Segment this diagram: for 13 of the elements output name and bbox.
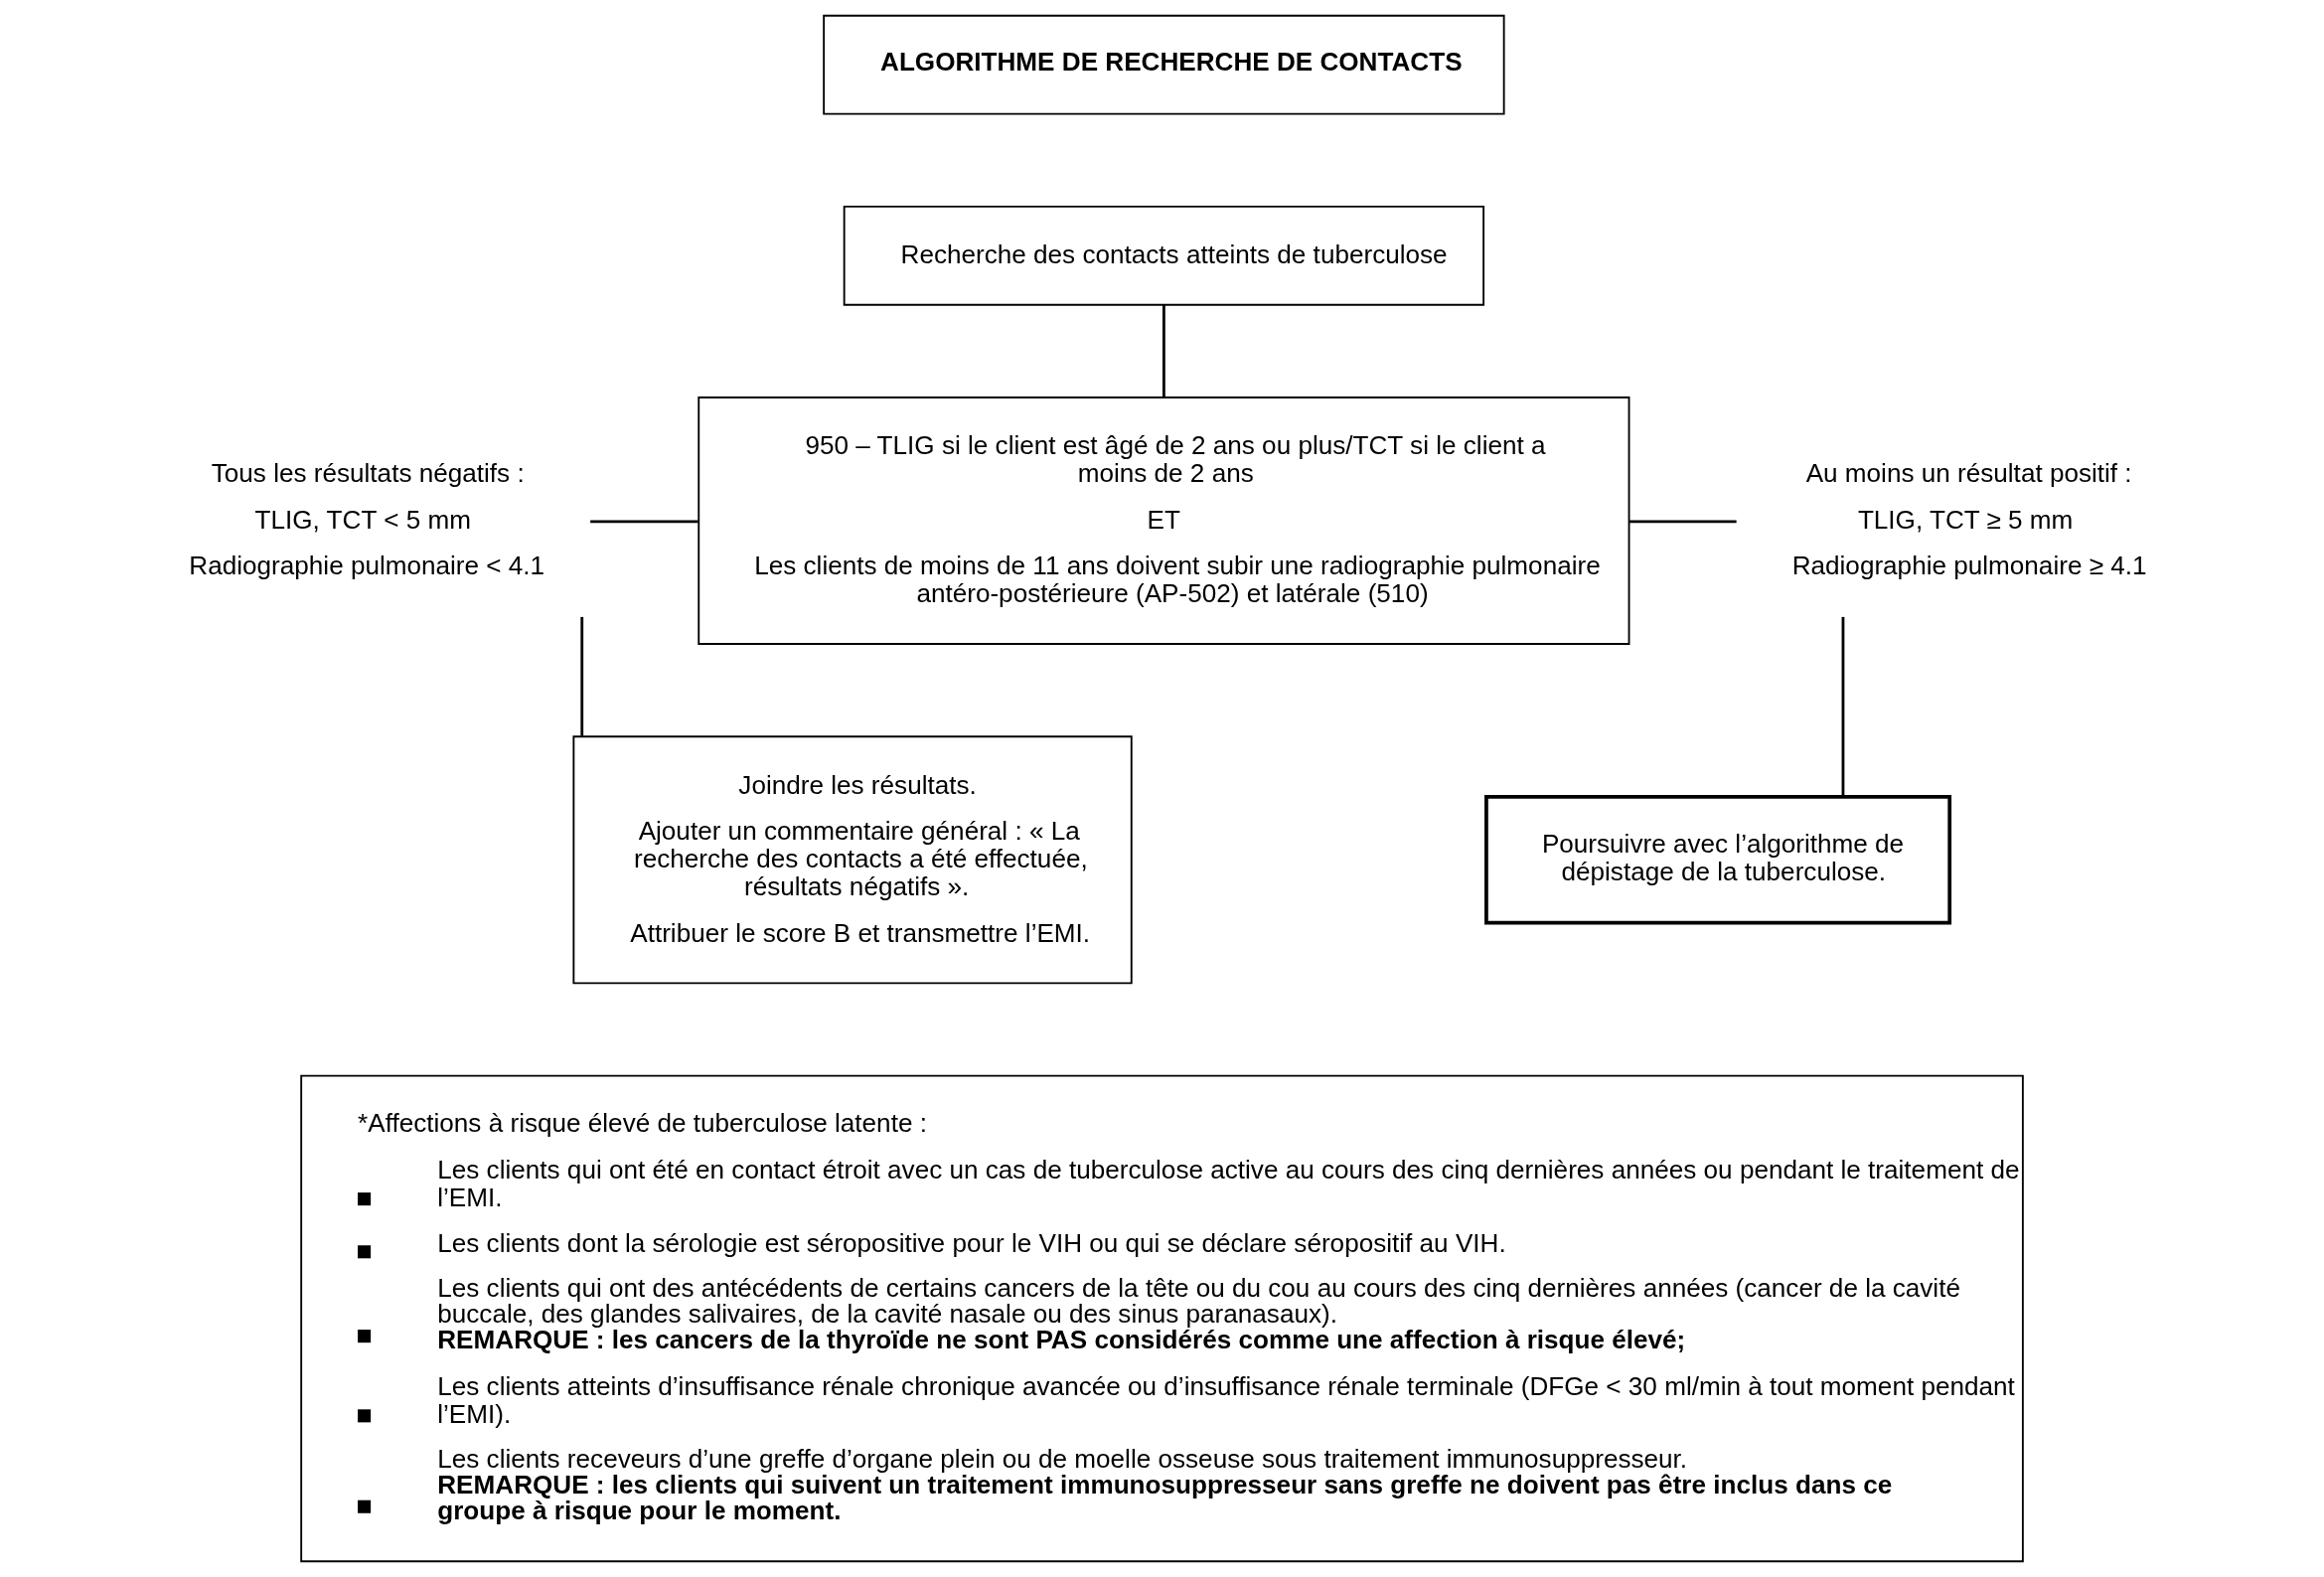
node-box: Recherche des contacts atteints de tuberculose <box>843 205 1484 306</box>
node-box: ALGORITHME DE RECHERCHE DE CONTACTS <box>822 14 1505 115</box>
node-box: Joindre les résultats. Ajouter un commentaire général : « La recherche des contacts a été effectuée, résultats négatifs ». Attribuer le score B et transmettre l’EMI. <box>571 735 1133 985</box>
connector <box>1841 616 1844 797</box>
node-text: Au moins un résultat positif : TLIG, TCT ≥ 5 mm Radiographie pulmonaire ≥ 4.1 <box>1791 458 2147 581</box>
node-box: 950 – TLIG si le client est âgé de 2 ans ou plus/TCT si le client a moins de 2 ans ET Les clients de moins de 11 ans doivent subir une radiographie pulmonaire antéro-postérieure (AP-502) et latérale (510) <box>697 396 1629 645</box>
node-box: *Affections à risque élevé de tuberculose latente : Les clients qui ont été en contact étroit avec un cas de tuberculose active au cours des cinq dernières années ou pendant le traitement de l’EMI. Les clients dont la sérologie est séropositive pour le VIH ou qui se déclare séropositif au VIH. Les clients qui ont des antécédents de certains cancers de la tête ou du cou au cours des cinq dernières années (cancer de la cavité buccale, des glandes salivaires, de la cavité nasale ou des sinus paranasaux). REMARQUE : les cancers de la thyroïde ne sont PAS considérés comme une affection à risque élevé; Les clients atteints d’insuffisance rénale chronique avancée ou d’insuffisance rénale terminale (DFGe < 30 ml/min à tout moment pendant l’EMI). Les clients receveurs d’une greffe d’organe plein ou de moelle osseuse sous traitement immunosuppresseur. REMARQUE : les clients qui suivent un traitement immunosuppresseur sans greffe ne doivent pas être inclus dans ce groupe à risque pour le moment. <box>299 1074 2024 1563</box>
connector <box>579 616 583 736</box>
node-box: Poursuivre avec l’algorithme de dépistage de la tuberculose. <box>1483 795 1951 925</box>
connector <box>1162 304 1165 397</box>
connector <box>1628 520 1737 524</box>
connector <box>589 520 698 524</box>
node-text: Tous les résultats négatifs : TLIG, TCT < 5 mm Radiographie pulmonaire < 4.1 <box>188 458 544 581</box>
